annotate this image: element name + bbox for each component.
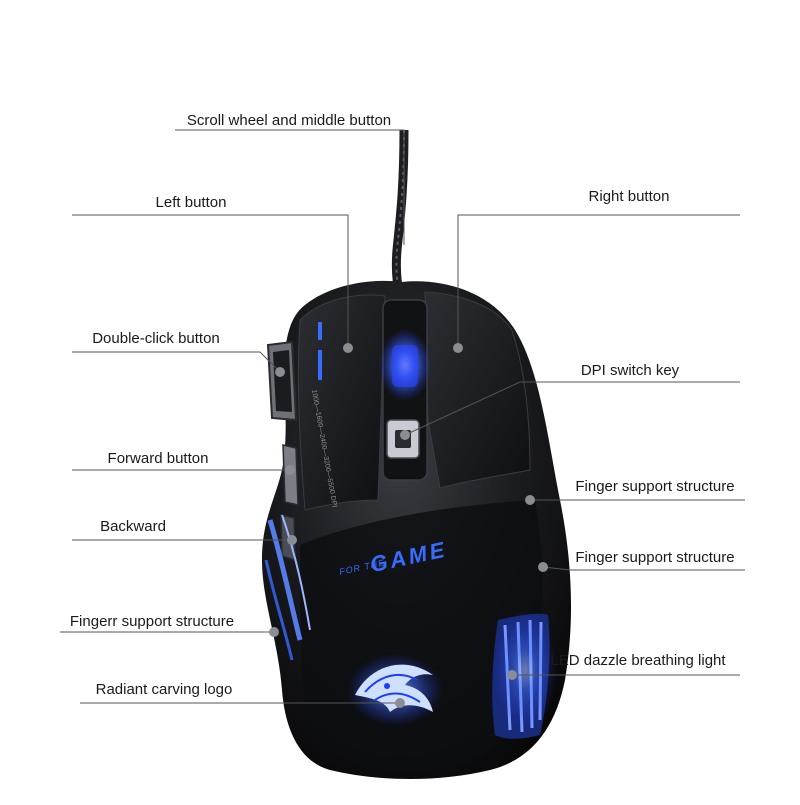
label-right-button: Right button — [588, 188, 670, 205]
indicator-dots — [269, 343, 548, 708]
label-fingerr-support: Fingerr support structure — [69, 613, 235, 630]
scroll-wheel — [392, 345, 418, 387]
label-left-button: Left button — [155, 194, 227, 211]
forward-button-shape — [282, 444, 299, 506]
label-double-click: Double-click button — [92, 330, 220, 347]
label-led: LED dazzle breathing light — [550, 652, 726, 669]
label-backward: Backward — [100, 518, 166, 535]
led-stripe — [318, 322, 322, 340]
led-stripe — [318, 350, 322, 380]
left-button-shape — [297, 294, 386, 511]
label-finger-support-1: Finger support structure — [575, 478, 735, 495]
label-finger-support-2: Finger support structure — [575, 549, 735, 566]
label-forward: Forward button — [107, 450, 209, 467]
label-logo: Radiant carving logo — [95, 681, 233, 698]
label-scroll-wheel: Scroll wheel and middle button — [186, 112, 392, 129]
dragon-logo-icon — [347, 654, 443, 726]
label-dpi-switch: DPI switch key — [580, 362, 680, 379]
left-led-glow — [267, 519, 303, 641]
leader-lines — [60, 129, 745, 704]
right-button-shape — [424, 291, 531, 489]
